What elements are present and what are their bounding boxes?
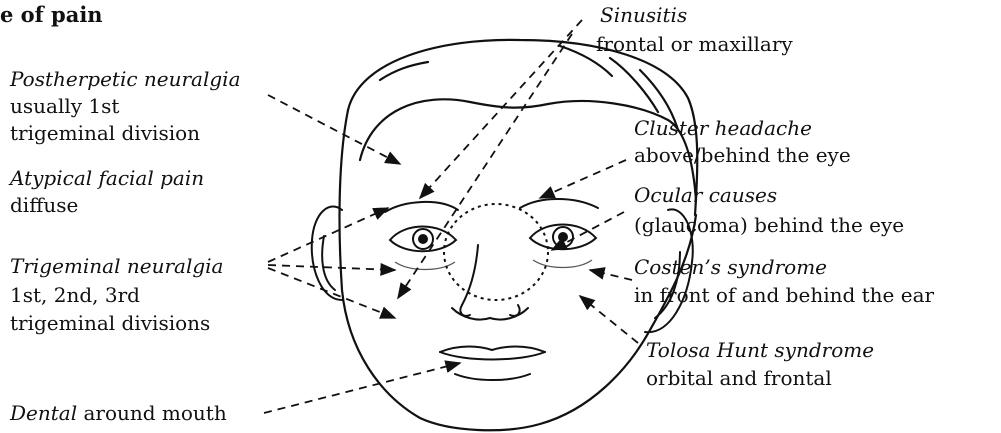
dental-name: Dental <box>10 401 77 425</box>
label-postherpetic-detail1: usually 1st <box>10 93 119 119</box>
label-trigeminal-detail1: 1st, 2nd, 3rd <box>10 282 140 308</box>
tolosa-name: Tolosa Hunt syndrome <box>646 338 874 362</box>
label-costen: Costen’s syndrome <box>634 254 827 280</box>
ocular-name: Ocular causes <box>634 183 777 207</box>
eye-right <box>530 225 596 250</box>
label-ocular: Ocular causes <box>634 182 777 208</box>
leader-lines <box>264 20 638 413</box>
label-sinusitis: Sinusitis <box>600 2 687 28</box>
label-dental: Dental around mouth <box>10 400 227 426</box>
label-tolosa-detail: orbital and frontal <box>646 365 832 391</box>
label-costen-detail: in front of and behind the ear <box>634 282 934 308</box>
figure-title: e of pain <box>0 2 103 28</box>
label-trigeminal: Trigeminal neuralgia <box>10 253 223 279</box>
label-sinusitis-detail: frontal or maxillary <box>596 31 793 57</box>
label-atypical: Atypical facial pain <box>10 165 204 191</box>
postherpetic-name: Postherpetic neuralgia <box>10 67 241 91</box>
label-trigeminal-detail2: trigeminal divisions <box>10 310 210 336</box>
trigeminal-name: Trigeminal neuralgia <box>10 254 223 278</box>
label-ocular-detail: (glaucoma) behind the eye <box>634 212 904 238</box>
sinusitis-name: Sinusitis <box>600 3 687 27</box>
dental-detail: around mouth <box>77 401 227 425</box>
ear-left <box>312 207 342 300</box>
label-cluster: Cluster headache <box>634 115 812 141</box>
nose <box>452 245 528 320</box>
costen-name: Costen’s syndrome <box>634 255 827 279</box>
ocular-region-circle <box>444 204 548 300</box>
label-postherpetic-detail2: trigeminal division <box>10 120 200 146</box>
label-postherpetic: Postherpetic neuralgia <box>10 66 241 92</box>
cluster-name: Cluster headache <box>634 116 812 140</box>
label-tolosa: Tolosa Hunt syndrome <box>646 337 874 363</box>
label-atypical-detail: diffuse <box>10 192 78 218</box>
eyebrows <box>385 199 598 212</box>
label-cluster-detail: above/behind the eye <box>634 142 851 168</box>
atypical-name: Atypical facial pain <box>10 166 204 190</box>
